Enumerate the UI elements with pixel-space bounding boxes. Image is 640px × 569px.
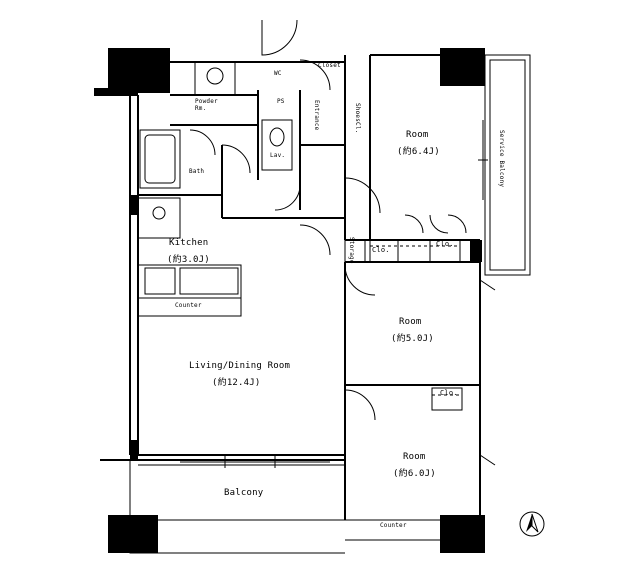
doors [189, 19, 496, 466]
wc-label: WC [274, 70, 282, 77]
walls [100, 54, 481, 520]
closet-a-label: Clo. [372, 246, 390, 254]
ps-label: PS [277, 98, 285, 105]
kitchen-size: (約3.0J) [167, 255, 210, 265]
room2-label: Room [399, 317, 422, 327]
closet-top-label: Closet [318, 62, 341, 69]
kitchen-counter-label: Counter [175, 302, 202, 309]
powder-room-label: Powder Rm. [195, 98, 218, 112]
bath-label: Bath [189, 168, 205, 175]
kitchen-counter [137, 197, 242, 317]
windows [180, 120, 488, 468]
balcony-label: Balcony [224, 488, 264, 498]
closet-b-label: Clo. [436, 240, 454, 248]
closet-c-label: Clo. [440, 389, 458, 397]
kitchen-label: Kitchen [169, 238, 209, 248]
columns [94, 48, 485, 553]
bathtub [139, 129, 181, 189]
powder-room-text: Powder Rm. [195, 98, 218, 112]
lav-label: Lav. [270, 152, 286, 159]
service-balcony-outline [484, 54, 531, 276]
room1-label: Room [406, 130, 429, 140]
balcony-outline [109, 460, 440, 554]
room3-size: (約6.0J) [393, 469, 436, 479]
counter-bottom-label: Counter [380, 522, 407, 529]
room3-label: Room [403, 452, 426, 462]
living-size: (約12.4J) [212, 378, 261, 388]
living-label: Living/Dining Room [189, 361, 291, 371]
shoes-closet-label: ShoesCl. [354, 103, 361, 134]
room2-size: (約5.0J) [391, 334, 434, 344]
entrance-label: Entrance [313, 100, 320, 131]
service-balcony-label: Service Balcony [498, 130, 505, 188]
room1-size: (約6.4J) [397, 147, 440, 157]
storage-label: Storage [348, 237, 355, 264]
fixtures [194, 61, 293, 171]
closets [344, 239, 463, 411]
north-arrow-icon [518, 510, 546, 538]
